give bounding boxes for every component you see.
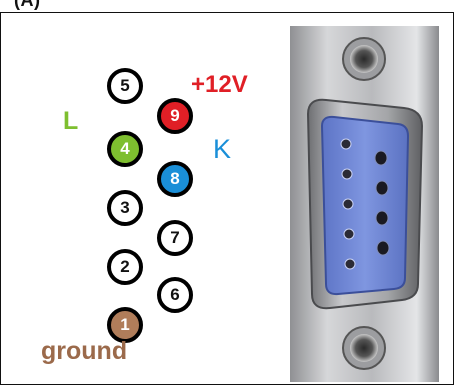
db9-connector-photo [290, 26, 439, 382]
label-plus12v: +12V [191, 71, 248, 98]
pin-8-number: 8 [170, 169, 180, 188]
pin-7: 7 [157, 220, 193, 256]
pinout-panel: 5 9 4 8 3 7 2 6 1 +12V L K ground [0, 12, 454, 385]
socket-pins-left [340, 138, 356, 270]
pin-7-number: 7 [170, 228, 180, 247]
pin-4-number: 4 [120, 139, 130, 158]
pin-9-number: 9 [170, 106, 180, 125]
label-k: K [213, 134, 232, 164]
pin-1: 1 [107, 307, 143, 343]
socket-pins-right [374, 150, 390, 256]
pin-6-number: 6 [170, 285, 180, 304]
label-l: L [63, 107, 79, 135]
pin-4: 4 [107, 131, 143, 167]
top-heading-strip: (A) [0, 0, 454, 12]
db9-connector-illustration [290, 26, 439, 382]
pin-8: 8 [157, 161, 193, 197]
pin-3: 3 [107, 190, 143, 226]
pin-6: 6 [157, 277, 193, 313]
partial-heading: (A) [14, 0, 41, 10]
pin-3-number: 3 [120, 198, 130, 217]
pin-5: 5 [107, 68, 143, 104]
pin-9: 9 [157, 98, 193, 134]
pin-2-number: 2 [120, 257, 130, 276]
blue-insulator [320, 115, 410, 296]
pin-2: 2 [107, 249, 143, 285]
label-ground: ground [41, 337, 128, 365]
pin-1-number: 1 [120, 315, 130, 334]
pin-5-number: 5 [120, 76, 130, 95]
